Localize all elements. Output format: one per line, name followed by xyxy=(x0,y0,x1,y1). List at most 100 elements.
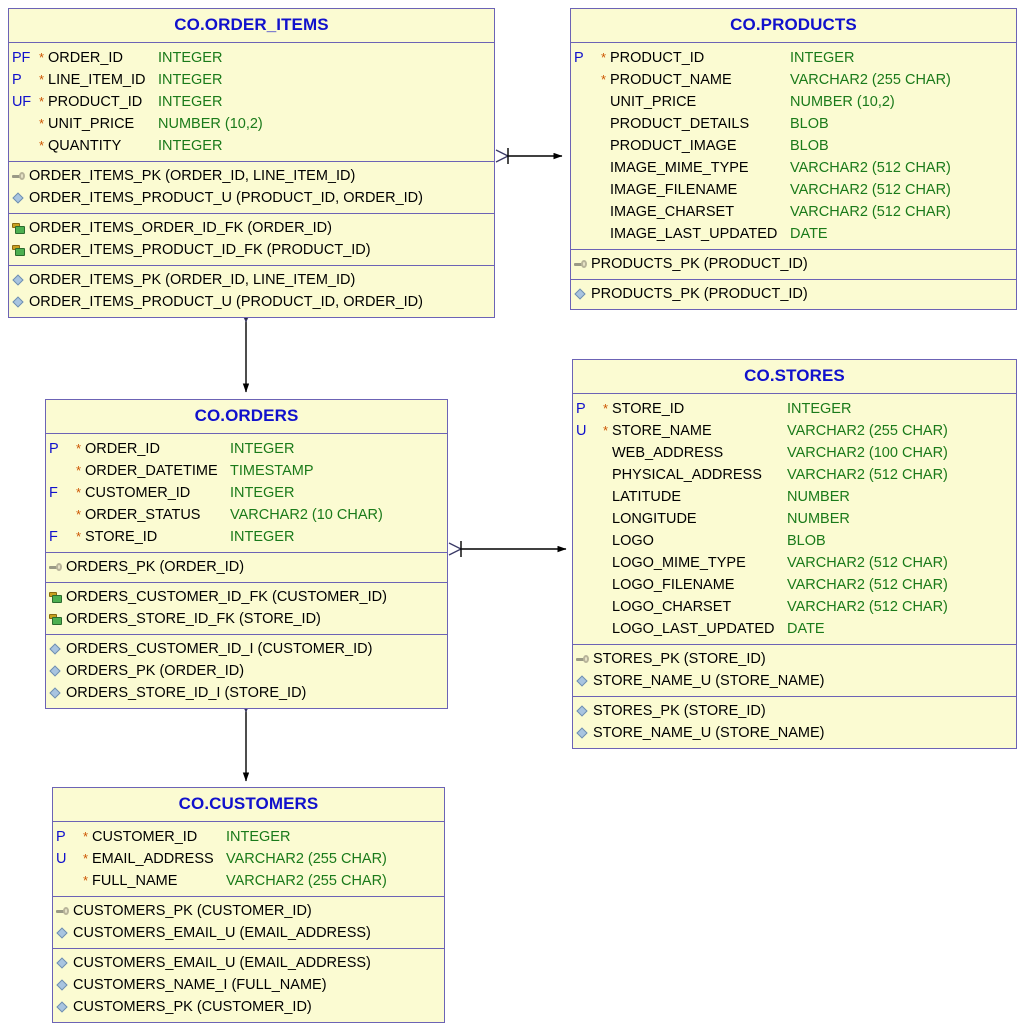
index_section-label: CUSTOMERS_NAME_I (FULL_NAME) xyxy=(73,977,327,993)
attribute-mandatory-marker: * xyxy=(75,463,82,478)
index_section-label: ORDERS_CUSTOMER_ID_I (CUSTOMER_ID) xyxy=(66,641,373,657)
keys_section-row[interactable]: PRODUCTS_PK (PRODUCT_ID) xyxy=(571,253,1016,275)
relationship-order-items-products xyxy=(495,148,563,164)
key-constraint-section: ORDERS_PK (ORDER_ID) xyxy=(46,553,447,583)
index-diamond-icon xyxy=(56,978,70,992)
attribute-name: LOGO_CHARSET xyxy=(612,599,732,615)
keys_section-row[interactable]: ORDER_ITEMS_PRODUCT_U (PRODUCT_ID, ORDER… xyxy=(9,187,494,209)
index_section-row[interactable]: ORDERS_CUSTOMER_ID_I (CUSTOMER_ID) xyxy=(46,638,447,660)
attribute-datatype: VARCHAR2 (512 CHAR) xyxy=(790,182,951,198)
attribute-mandatory-marker: * xyxy=(600,72,607,87)
index-entry-section: STORES_PK (STORE_ID)STORE_NAME_U (STORE_… xyxy=(573,697,1016,748)
index_section-label: ORDERS_PK (ORDER_ID) xyxy=(66,663,245,679)
fk_section-row[interactable]: ORDERS_STORE_ID_FK (STORE_ID) xyxy=(46,608,447,630)
keys_section-row[interactable]: STORE_NAME_U (STORE_NAME) xyxy=(573,670,1016,692)
index_section-row[interactable]: PRODUCTS_PK (PRODUCT_ID) xyxy=(571,283,1016,305)
keys_section-row[interactable]: STORES_PK (STORE_ID) xyxy=(573,648,1016,670)
keys_section-row[interactable]: ORDER_ITEMS_PK (ORDER_ID, LINE_ITEM_ID) xyxy=(9,165,494,187)
keys_section-row[interactable]: CUSTOMERS_PK (CUSTOMER_ID) xyxy=(53,900,444,922)
attribute-key-flags: P xyxy=(576,401,586,417)
index_section-row[interactable]: CUSTOMERS_NAME_I (FULL_NAME) xyxy=(53,974,444,996)
index_section-row[interactable]: STORE_NAME_U (STORE_NAME) xyxy=(573,722,1016,744)
key-constraint-section: CUSTOMERS_PK (CUSTOMER_ID) CUSTOMERS_EMAI… xyxy=(53,897,444,949)
attribute-key-flags: P xyxy=(574,50,584,66)
index-diamond-icon xyxy=(49,686,63,700)
keys_section-label: CUSTOMERS_EMAIL_U (EMAIL_ADDRESS) xyxy=(73,925,371,941)
attribute-name: PHYSICAL_ADDRESS xyxy=(612,467,762,483)
keys_section-row[interactable]: CUSTOMERS_EMAIL_U (EMAIL_ADDRESS) xyxy=(53,922,444,944)
keys_section-row[interactable]: ORDERS_PK (ORDER_ID) xyxy=(46,556,447,578)
attribute-datatype: INTEGER xyxy=(158,50,223,66)
foreign-key-constraint-section: ORDERS_CUSTOMER_ID_FK (CUSTOMER_ID)ORDER… xyxy=(46,583,447,635)
fk_section-row[interactable]: ORDER_ITEMS_PRODUCT_ID_FK (PRODUCT_ID) xyxy=(9,239,494,261)
index_section-row[interactable]: ORDER_ITEMS_PK (ORDER_ID, LINE_ITEM_ID) xyxy=(9,269,494,291)
attribute-name: WEB_ADDRESS xyxy=(612,445,724,461)
attribute-key-flags: P xyxy=(12,72,22,88)
entity-title-order_items: CO.ORDER_ITEMS xyxy=(9,9,494,43)
index_section-row[interactable]: ORDER_ITEMS_PRODUCT_U (PRODUCT_ID, ORDER… xyxy=(9,291,494,313)
attribute-name: CUSTOMER_ID xyxy=(92,829,198,845)
attribute-name: PRODUCT_ID xyxy=(610,50,705,66)
attribute-datatype: INTEGER xyxy=(230,485,295,501)
index_section-row[interactable]: CUSTOMERS_PK (CUSTOMER_ID) xyxy=(53,996,444,1018)
keys_section-label: ORDERS_PK (ORDER_ID) xyxy=(66,559,245,575)
attribute-datatype: VARCHAR2 (512 CHAR) xyxy=(787,555,948,571)
attribute-datatype: INTEGER xyxy=(787,401,852,417)
fk_section-row[interactable]: ORDERS_CUSTOMER_ID_FK (CUSTOMER_ID) xyxy=(46,586,447,608)
attribute-mandatory-marker: * xyxy=(82,851,89,866)
attribute-datatype: VARCHAR2 (10 CHAR) xyxy=(230,507,383,523)
attribute-name: ORDER_ID xyxy=(48,50,123,66)
fk_section-row[interactable]: ORDER_ITEMS_ORDER_ID_FK (ORDER_ID) xyxy=(9,217,494,239)
index_section-row[interactable]: ORDERS_STORE_ID_I (STORE_ID) xyxy=(46,682,447,704)
key-constraint-section: PRODUCTS_PK (PRODUCT_ID) xyxy=(571,250,1016,280)
index_section-row[interactable]: STORES_PK (STORE_ID) xyxy=(573,700,1016,722)
attribute-datatype: INTEGER xyxy=(158,138,223,154)
attribute-datatype: BLOB xyxy=(790,138,829,154)
index_section-row[interactable]: CUSTOMERS_EMAIL_U (EMAIL_ADDRESS) xyxy=(53,952,444,974)
index_section-row[interactable]: ORDERS_PK (ORDER_ID) xyxy=(46,660,447,682)
attribute-datatype: VARCHAR2 (255 CHAR) xyxy=(787,423,948,439)
key-icon xyxy=(12,169,26,183)
attribute-key-flags: U xyxy=(56,851,67,867)
keys_section-label: PRODUCTS_PK (PRODUCT_ID) xyxy=(591,256,808,272)
